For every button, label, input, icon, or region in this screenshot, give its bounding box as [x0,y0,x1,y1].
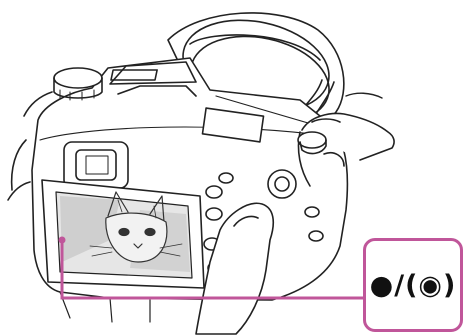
viewfinder [64,142,128,188]
shutter-movie-button-icon: ●/(◉) [370,270,457,301]
callout-box: ●/(◉) [363,238,463,332]
rear-lcd [42,180,204,288]
